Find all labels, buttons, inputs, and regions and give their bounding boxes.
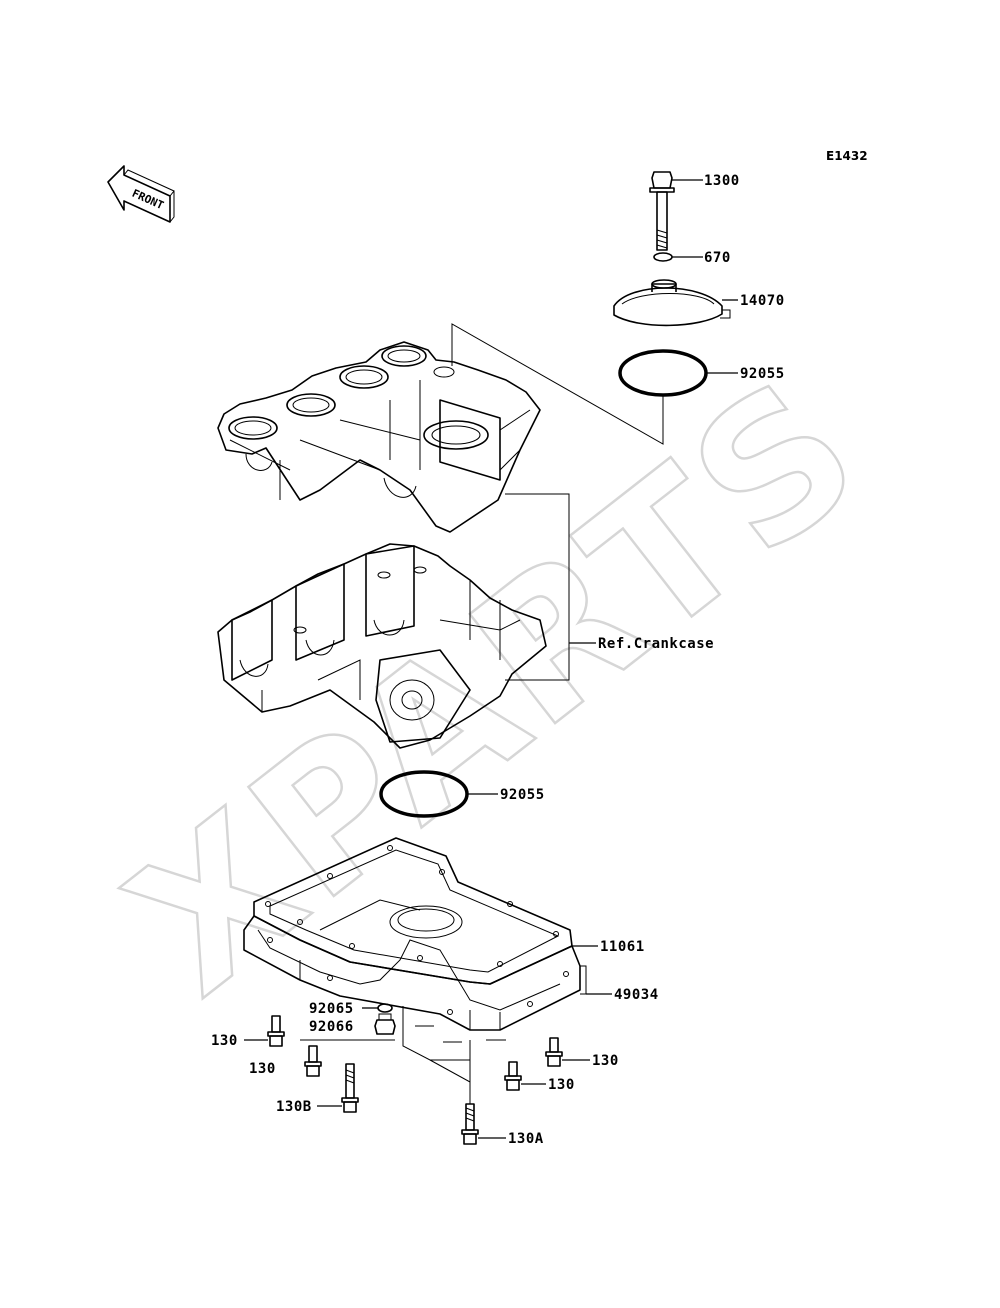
- bolt-130-right-top: [545, 1037, 563, 1067]
- oring-670: [653, 252, 673, 262]
- oring-92055-upper: [618, 349, 708, 397]
- oilpan-49034: [243, 915, 581, 1031]
- label-670: 670: [704, 250, 731, 266]
- label-92055-upper: 92055: [740, 366, 785, 382]
- bolt-130-left-top: [267, 1015, 285, 1047]
- label-ref-crankcase: Ref.Crankcase: [598, 636, 714, 652]
- plug-92066: [374, 1013, 396, 1035]
- label-49034: 49034: [614, 987, 659, 1003]
- label-130-right-top: 130: [592, 1053, 619, 1069]
- crankcase-lower: [217, 543, 547, 749]
- bolt-130A: [461, 1103, 479, 1145]
- cover-14070: [613, 279, 731, 327]
- bolt-130-left-lower: [304, 1045, 322, 1077]
- label-130A: 130A: [508, 1131, 544, 1147]
- label-130-left-top: 130: [211, 1033, 238, 1049]
- label-92066: 92066: [309, 1019, 354, 1035]
- label-130-left-lower: 130: [249, 1061, 276, 1077]
- svg-text:FRONT: FRONT: [130, 187, 166, 212]
- front-arrow-icon: FRONT: [107, 165, 175, 223]
- label-92055-lower: 92055: [500, 787, 545, 803]
- washer-92065: [377, 1003, 393, 1013]
- diagram-code: E1432: [826, 149, 868, 163]
- label-130-right-lower: 130: [548, 1077, 575, 1093]
- bolt-1300: [649, 171, 675, 251]
- bolt-130-right-lower: [504, 1061, 522, 1091]
- label-1300: 1300: [704, 173, 740, 189]
- crankcase-upper: [217, 341, 541, 533]
- bolt-130B: [341, 1063, 359, 1113]
- label-14070: 14070: [740, 293, 785, 309]
- label-92065: 92065: [309, 1001, 354, 1017]
- watermark: XPARTS: [90, 334, 903, 1037]
- label-130B: 130B: [276, 1099, 312, 1115]
- svg-text:XPARTS: XPARTS: [91, 335, 901, 1036]
- label-11061: 11061: [600, 939, 645, 955]
